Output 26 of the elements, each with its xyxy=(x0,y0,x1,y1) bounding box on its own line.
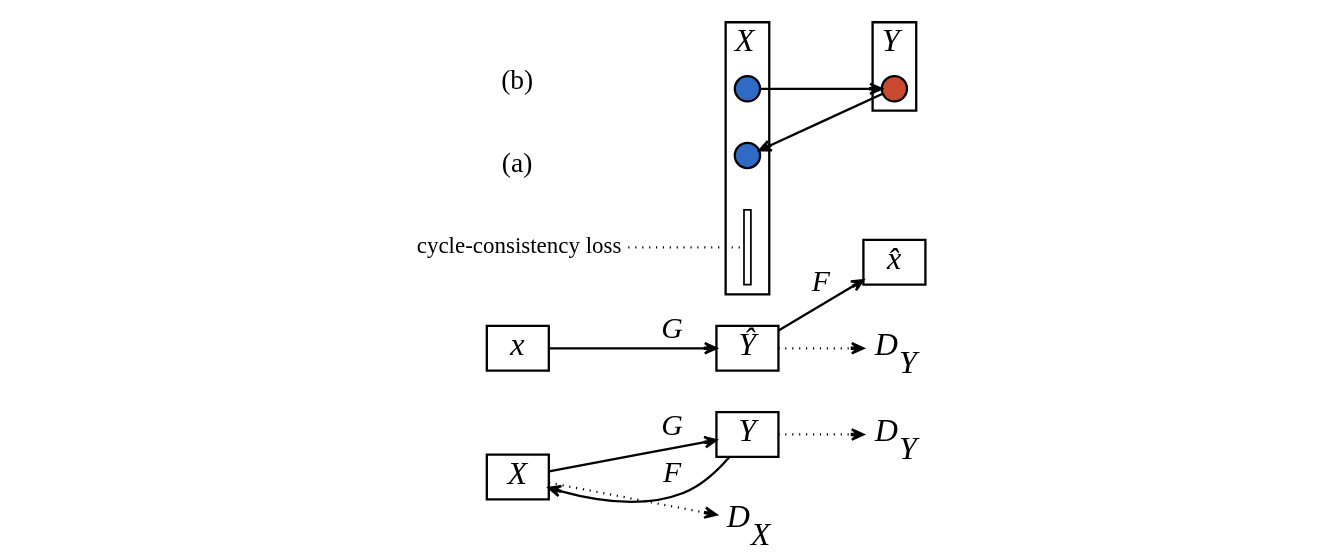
label: (a) xyxy=(501,146,533,178)
node-circle xyxy=(733,75,762,103)
node-box: Ŷ xyxy=(715,324,780,372)
arrow xyxy=(548,435,718,473)
node-circle xyxy=(733,141,762,170)
edge-label: G xyxy=(661,408,683,442)
arrow xyxy=(778,278,865,332)
node-box: X xyxy=(485,453,550,501)
arrow xyxy=(549,342,718,355)
label: (b) xyxy=(501,64,534,96)
arrow xyxy=(548,481,718,519)
node-circle xyxy=(880,75,909,103)
edge-label: F xyxy=(811,263,830,297)
edge-label: G xyxy=(661,310,683,344)
node-box: x xyxy=(485,324,550,372)
arrow xyxy=(758,92,884,152)
edge-label: F xyxy=(663,455,682,489)
arrow xyxy=(760,82,883,96)
node-box: Y xyxy=(715,410,780,458)
node-bracket xyxy=(743,209,752,286)
node-box: x̂ xyxy=(862,238,927,286)
cluster: X xyxy=(724,21,771,296)
arrow xyxy=(547,456,731,503)
arrow xyxy=(778,428,865,441)
node-text: cycle-consistency loss xyxy=(416,233,622,259)
arrow xyxy=(778,342,865,355)
